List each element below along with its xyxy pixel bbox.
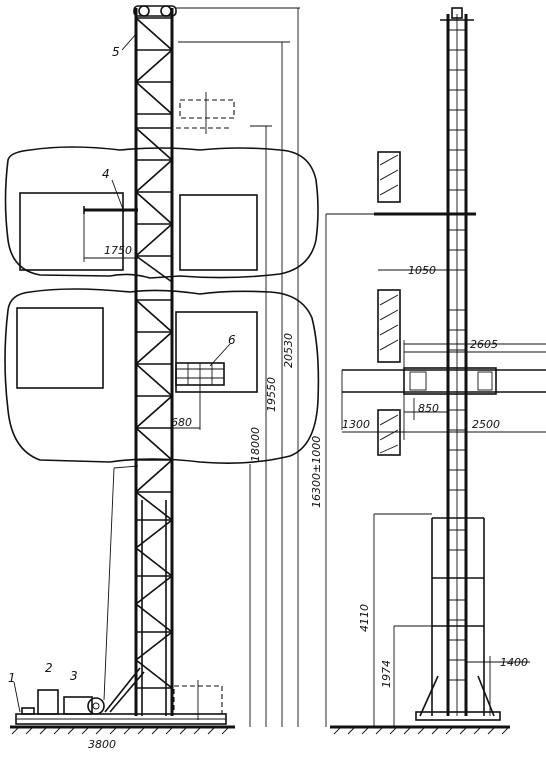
dim-1050: 1050 [408, 264, 436, 277]
hoist-cable [103, 467, 115, 701]
dim-1400: 1400 [500, 656, 528, 669]
dim-4110: 4110 [358, 604, 371, 632]
gearbox [63, 696, 93, 715]
callout-4: 4 [102, 167, 110, 181]
ground-hatching-right [333, 726, 510, 735]
left-side-elevation [4, 5, 320, 735]
callout-5: 5 [112, 45, 120, 59]
dim-1974: 1974 [380, 660, 393, 688]
winch-drum [87, 697, 105, 715]
wall-middle [377, 289, 401, 363]
wall-lower [377, 409, 401, 456]
window-lower-left [16, 307, 104, 389]
callout-2: 2 [45, 661, 53, 675]
mast-front-panels [448, 14, 466, 716]
floor-slab-upper [4, 146, 319, 279]
window-lower-right [175, 311, 258, 393]
motor-box [37, 689, 59, 715]
dim-680: 680 [171, 416, 192, 429]
dim-1750: 1750 [104, 244, 132, 257]
dim-2605: 2605 [470, 338, 498, 351]
callout-1: 1 [8, 671, 16, 685]
dim-16300: 16300±1000 [310, 436, 323, 508]
dim-850: 850 [418, 402, 439, 415]
ground-hatching-left [11, 726, 230, 735]
head-block [133, 5, 177, 17]
window-upper-left [19, 192, 124, 271]
dim-19550: 19550 [265, 377, 278, 412]
mast-lattice [135, 17, 173, 689]
brace-strut [104, 667, 141, 713]
dim-20530: 20530 [282, 333, 295, 368]
cage-top-position [179, 99, 235, 119]
base-plate [415, 711, 501, 721]
callout-3: 3 [70, 669, 78, 683]
dim-2500: 2500 [472, 418, 500, 431]
mast-head [451, 7, 463, 19]
dim-18000: 18000 [249, 427, 262, 462]
wall-upper [377, 151, 401, 203]
floor-slab-lower [4, 288, 320, 464]
callout-6: 6 [228, 333, 236, 347]
window-upper-right [179, 194, 258, 271]
dim-3800: 3800 [88, 738, 116, 751]
dim-1300: 1300 [342, 418, 370, 431]
right-front-elevation [325, 7, 546, 735]
